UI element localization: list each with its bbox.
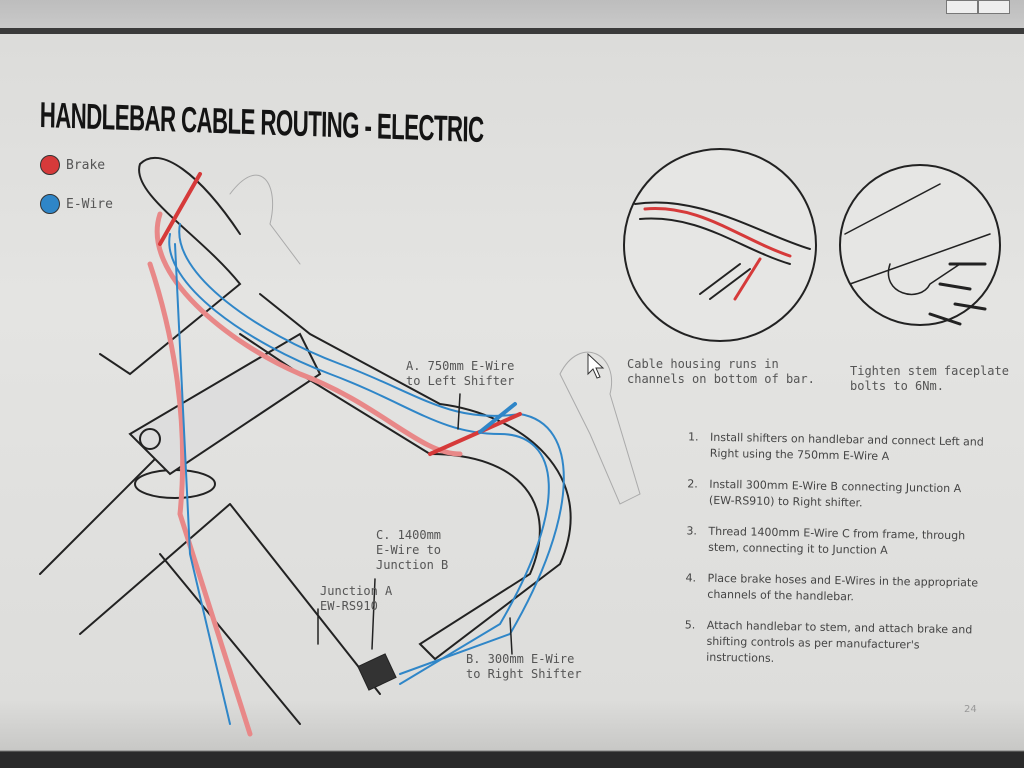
step-item: 1.Install shifters on handlebar and conn… bbox=[687, 430, 984, 463]
step-item: 2.Install 300mm E-Wire B connecting Junc… bbox=[687, 477, 962, 510]
handlebar-illustration bbox=[39, 148, 1001, 737]
window-control[interactable] bbox=[978, 0, 1010, 14]
ewire-color-swatch bbox=[40, 194, 60, 214]
brake-color-swatch bbox=[40, 155, 60, 175]
instruction-steps: 1.Install shifters on handlebar and conn… bbox=[684, 429, 988, 685]
step-item: 4.Place brake hoses and E-Wires in the a… bbox=[685, 571, 979, 604]
legend-ewire: E-Wire bbox=[40, 194, 113, 214]
page-number: 24 bbox=[964, 704, 977, 715]
window-control[interactable] bbox=[946, 0, 978, 14]
step-item: 5.Attach handlebar to stem, and attach b… bbox=[684, 618, 973, 665]
step-item: 3.Thread 1400mm E-Wire C from frame, thr… bbox=[686, 524, 966, 557]
legend-brake: Brake bbox=[40, 155, 105, 175]
manual-page: HANDLEBAR CABLE ROUTING - ELECTRIC Brake… bbox=[0, 34, 1024, 750]
